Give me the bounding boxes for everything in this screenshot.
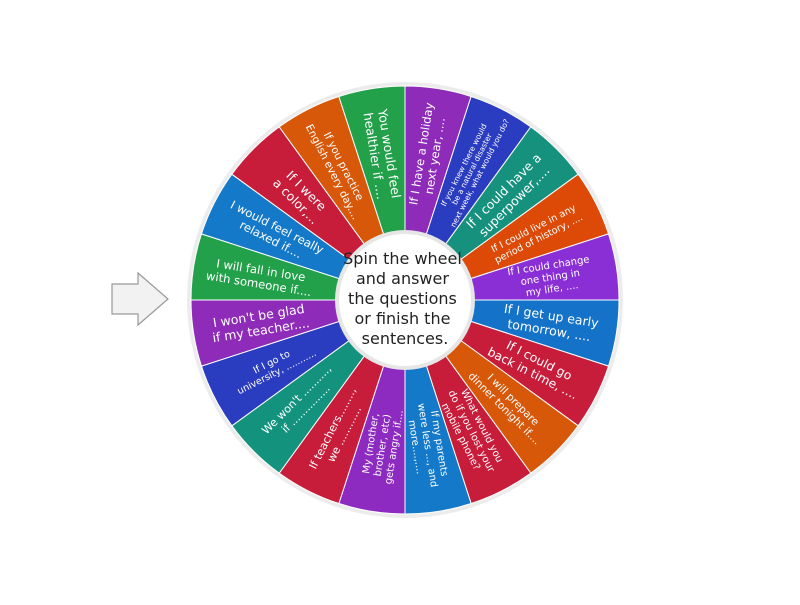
wheel-hub[interactable]: Spin the wheel and answer the questions …: [335, 230, 475, 370]
center-prompt-line: Spin the wheel: [343, 249, 462, 268]
center-prompt-line: the questions: [348, 289, 457, 308]
center-prompt-line: and answer: [356, 269, 449, 288]
center-prompt-line: or finish the: [354, 309, 450, 328]
arrow-right-icon: [111, 271, 169, 327]
center-prompt: Spin the wheel and answer the questions …: [343, 249, 467, 348]
center-prompt-line: sentences.: [362, 329, 449, 348]
